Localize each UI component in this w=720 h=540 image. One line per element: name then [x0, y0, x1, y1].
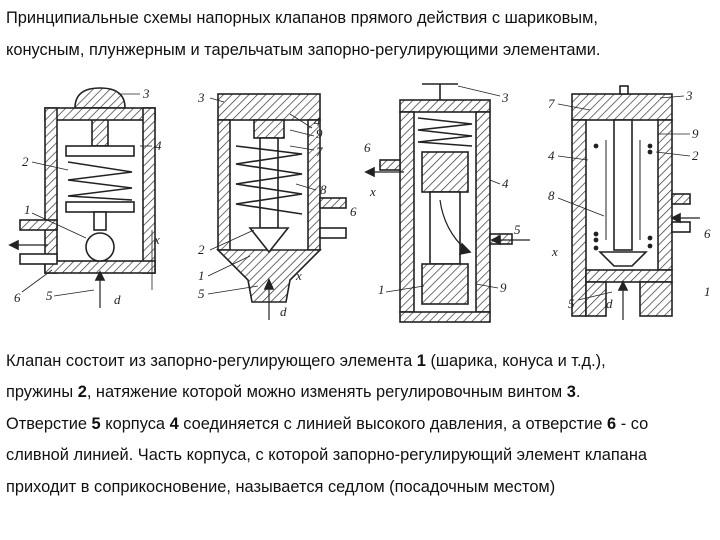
- ball-valve-labels: 3 4 2 1 6 5 x d: [14, 86, 162, 307]
- label-x: x: [369, 184, 376, 199]
- ball-element: [85, 232, 115, 262]
- plunger-valve-labels: 3 6 4 5 1 9 x: [364, 90, 521, 297]
- text-fragment: - со: [616, 414, 649, 433]
- text-fragment: Отверстие: [6, 414, 92, 433]
- body-right-wall: [657, 119, 673, 271]
- label-6: 6: [14, 290, 21, 305]
- label-9: 9: [316, 126, 323, 141]
- text-fragment: , натяжение которой можно изменять регул…: [86, 383, 567, 402]
- label-6: 6: [350, 204, 357, 219]
- label-x: x: [153, 232, 160, 247]
- label-x: x: [295, 268, 302, 283]
- text-fragment: корпуса: [100, 414, 170, 433]
- label-8: 8: [320, 182, 327, 197]
- body-left-wall: [399, 111, 415, 313]
- label-6: 6: [364, 140, 371, 155]
- label-d: d: [114, 292, 121, 307]
- page-title: Принципиальные схемы напорных клапанов п…: [6, 2, 714, 66]
- ref-number: 6: [607, 414, 617, 433]
- adjusting-screw: [74, 87, 126, 109]
- label-x: x: [551, 244, 558, 259]
- text-fragment: Клапан состоит из запорно-регулирующего …: [6, 352, 417, 370]
- body-left-wall: [217, 119, 231, 251]
- text-fragment: соединяется с линией высокого давления, …: [178, 414, 608, 433]
- body-left-wall: [44, 107, 58, 274]
- label-1: 1: [378, 282, 385, 297]
- label-1: 1: [704, 284, 711, 299]
- label-9: 9: [500, 280, 507, 295]
- cone-valve-labels: 3 4 9 7 8 6 2 1 5 x d: [197, 90, 357, 319]
- valve-diagrams: 3 4 2 1 6 5 x d 3 4 9 7: [0, 80, 720, 330]
- ref-number: 1: [416, 352, 426, 370]
- label-d: d: [606, 296, 613, 311]
- body-top: [44, 107, 156, 121]
- label-3: 3: [501, 90, 509, 105]
- label-4: 4: [502, 176, 509, 191]
- cone-valve-diagram: [207, 93, 347, 320]
- label-5: 5: [568, 296, 575, 311]
- cone-element: [248, 227, 290, 254]
- seat-funnel: [216, 249, 322, 303]
- label-3: 3: [142, 86, 150, 101]
- ball-valve-diagram: [8, 87, 156, 308]
- title-line-2: конусным, плунжерным и тарельчатым запор…: [6, 41, 601, 59]
- label-4: 4: [314, 114, 321, 129]
- label-1: 1: [198, 268, 205, 283]
- label-3: 3: [197, 90, 205, 105]
- body-left-wall: [571, 119, 587, 317]
- text-fragment: .: [575, 383, 581, 402]
- text-fragment: пружины: [6, 383, 78, 402]
- body-right-wall: [475, 111, 491, 313]
- text-fragment: (шарика, конуса и т.д.),: [425, 352, 606, 370]
- label-3: 3: [685, 88, 693, 103]
- plunger-element: [421, 151, 469, 193]
- body-right-wall: [142, 107, 156, 274]
- label-2: 2: [198, 242, 205, 257]
- label-8: 8: [548, 188, 555, 203]
- text-line: сливной линией. Часть корпуса, с которой…: [6, 446, 648, 465]
- ref-number: 2: [77, 383, 87, 402]
- label-2: 2: [692, 148, 699, 163]
- label-4: 4: [548, 148, 555, 163]
- label-6: 6: [704, 226, 711, 241]
- label-d: d: [280, 304, 287, 319]
- description-text: Клапан состоит из запорно-регулирующего …: [6, 346, 716, 503]
- ref-number: 5: [91, 414, 101, 433]
- ref-number: 3: [566, 383, 576, 402]
- label-1: 1: [24, 202, 31, 217]
- label-5: 5: [46, 288, 53, 303]
- label-4: 4: [155, 138, 162, 153]
- label-5: 5: [514, 222, 521, 237]
- plunger-valve-diagram: [364, 83, 530, 323]
- poppet-valve-diagram: [557, 85, 700, 320]
- text-line: приходит в соприкосновение, называется с…: [6, 477, 556, 496]
- label-5: 5: [198, 286, 205, 301]
- poppet-element: [598, 251, 648, 267]
- label-9: 9: [692, 126, 699, 141]
- spring: [67, 161, 133, 201]
- label-7: 7: [316, 144, 323, 159]
- ref-number: 4: [169, 414, 179, 433]
- poppet-valve-labels: 7 3 9 4 2 8 6 1 5 x d: [548, 88, 711, 311]
- cap: [217, 93, 321, 121]
- label-2: 2: [22, 154, 29, 169]
- label-7: 7: [548, 96, 555, 111]
- title-line-1: Принципиальные схемы напорных клапанов п…: [6, 9, 598, 27]
